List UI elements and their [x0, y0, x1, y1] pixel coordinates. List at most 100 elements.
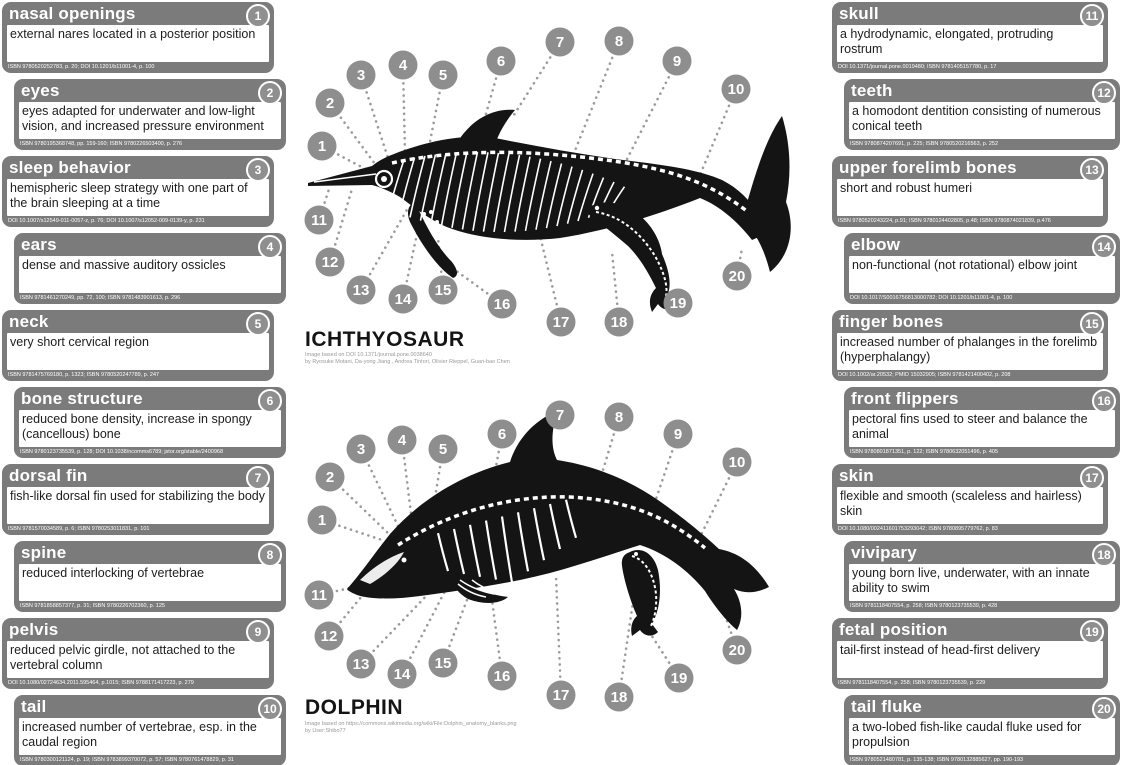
card-title: upper forelimb bones	[839, 158, 1017, 177]
ichthyosaur-leader-line-4	[401, 63, 407, 154]
card-description: a hydrodynamic, elongated, protruding ro…	[837, 25, 1103, 62]
ichthyosaur-baby-spine	[595, 211, 668, 297]
card-number-badge: 1	[246, 4, 270, 28]
ichthyosaur-rib	[503, 154, 521, 233]
card-number-badge: 3	[246, 158, 270, 182]
dolphin-marker-5	[428, 434, 458, 464]
ichthyosaur-marker-4	[388, 50, 418, 80]
ichthyosaur-marker-13	[346, 275, 376, 305]
card-citation: ISBN 9780300121124, p. 19; ISBN 97838993…	[20, 757, 234, 763]
card-citation: DOI 10.1371/journal.pone.0019480; ISBN 9…	[838, 64, 997, 70]
ichthyosaur-marker-number-5: 5	[439, 67, 447, 84]
card-title: sleep behavior	[9, 158, 131, 177]
card-number-badge: 20	[1092, 697, 1116, 721]
ichthyosaur-ribs	[388, 151, 626, 233]
dolphin-marker-number-12: 12	[321, 628, 338, 645]
dolphin-marker-number-16: 16	[494, 668, 511, 685]
ichthyosaur-marker-number-13: 13	[353, 282, 370, 299]
card-description: non-functional (not rotational) elbow jo…	[849, 256, 1115, 293]
card-header: finger bones	[832, 310, 1108, 333]
dolphin-marker-number-20: 20	[729, 642, 746, 659]
dolphin-marker-number-8: 8	[615, 409, 623, 426]
dolphin-marker-15	[428, 648, 458, 678]
dolphin-baby-spine	[631, 555, 658, 629]
dolphin-marker-number-14: 14	[394, 666, 411, 683]
dolphin-credit-line2: by User:Shibo77	[305, 728, 346, 734]
ichthyosaur-flipper-bones	[422, 210, 457, 256]
card-citation: DOI 10.1080/002411601753293042; ISBN 978…	[838, 526, 998, 532]
card-title: vivipary	[851, 543, 917, 562]
card-title: neck	[9, 312, 49, 331]
dolphin-flipper-bone	[459, 579, 495, 595]
ichthyosaur-marker-17	[546, 307, 576, 337]
ichthyosaur-flipper-bone	[447, 240, 451, 244]
card-description: very short cervical region	[7, 333, 269, 370]
ichthyosaur-rib	[577, 173, 594, 222]
card-description: reduced bone density, increase in spongy…	[19, 410, 281, 447]
ichthyosaur-marker-6	[486, 46, 516, 76]
card-description: fish-like dorsal fin used for stabilizin…	[7, 487, 269, 524]
ichthyosaur-dorsal-fin	[455, 109, 515, 148]
ichthyosaur-flipper-bone	[441, 230, 445, 234]
ichthyosaur-rib	[493, 153, 510, 233]
dolphin-marker-number-18: 18	[611, 689, 628, 706]
ichthyosaur-rib	[524, 158, 542, 232]
card-title: skull	[839, 4, 879, 23]
card-citation: ISBN 9781858857377, p. 31; ISBN 97802267…	[20, 603, 165, 609]
ichthyosaur-leader-line-3	[359, 73, 390, 160]
card-number-badge: 5	[246, 312, 270, 336]
ichthyosaur-rib	[545, 163, 563, 229]
card-header: nasal openings	[2, 2, 274, 25]
dolphin-marker-16	[487, 661, 517, 691]
ichthyosaur-marker-number-3: 3	[357, 67, 365, 84]
dolphin-leader-line-17	[554, 574, 563, 697]
dolphin-rib	[436, 532, 450, 572]
card-number-badge: 15	[1080, 312, 1104, 336]
ichthyosaur-leader-line-13	[359, 206, 410, 292]
dolphin-marker-number-19: 19	[671, 670, 688, 687]
ichthyosaur-eye	[374, 169, 394, 189]
ichthyosaur-flipper-bone	[435, 220, 439, 224]
dolphin-marker-number-5: 5	[439, 441, 447, 458]
dolphin-rib	[500, 516, 514, 583]
card-citation: DOI 10.1007/s12549-011-0057-z, p. 76; DO…	[8, 218, 205, 224]
ichthyosaur-marker-1	[307, 131, 337, 161]
card-number-badge: 19	[1080, 620, 1104, 644]
card-citation: DOI 10.1080/02724634.2011.595464, p.1015…	[8, 680, 194, 686]
dolphin-marker-2	[315, 462, 345, 492]
ichthyosaur-flipper-bone	[440, 242, 444, 246]
card-title: eyes	[21, 81, 60, 100]
dolphin-leader-line-10	[698, 460, 739, 539]
dolphin-rib	[564, 499, 578, 539]
ichthyosaur-marker-5	[428, 60, 458, 90]
card-header: spine	[14, 541, 286, 564]
card-header: vivipary	[844, 541, 1120, 564]
card-citation: ISBN 9781118407554, p. 258; ISBN 9780123…	[838, 680, 986, 686]
ichthyosaur-rib	[419, 154, 437, 221]
ichthyosaur-marker-15	[428, 275, 458, 305]
card-description: a two-lobed fish-like caudal fluke used …	[849, 718, 1115, 755]
card-description: young born live, underwater, with an inn…	[849, 564, 1115, 601]
card-description: increased number of phalanges in the for…	[837, 333, 1103, 370]
ichthyosaur-marker-16	[487, 289, 517, 319]
dolphin-skull	[360, 552, 404, 584]
ichthyosaur-rib	[556, 166, 573, 227]
card-citation: DOI 10.1017/S0016756813000782; DOI 10.12…	[850, 295, 1013, 301]
ichthyosaur-tail-fluke	[738, 116, 791, 272]
card-title: teeth	[851, 81, 893, 100]
dolphin-marker-4	[387, 425, 417, 455]
card-header: fetal position	[832, 618, 1108, 641]
dolphin-leader-line-2	[328, 475, 392, 537]
card-title: bone structure	[21, 389, 143, 408]
card-title: elbow	[851, 235, 901, 254]
